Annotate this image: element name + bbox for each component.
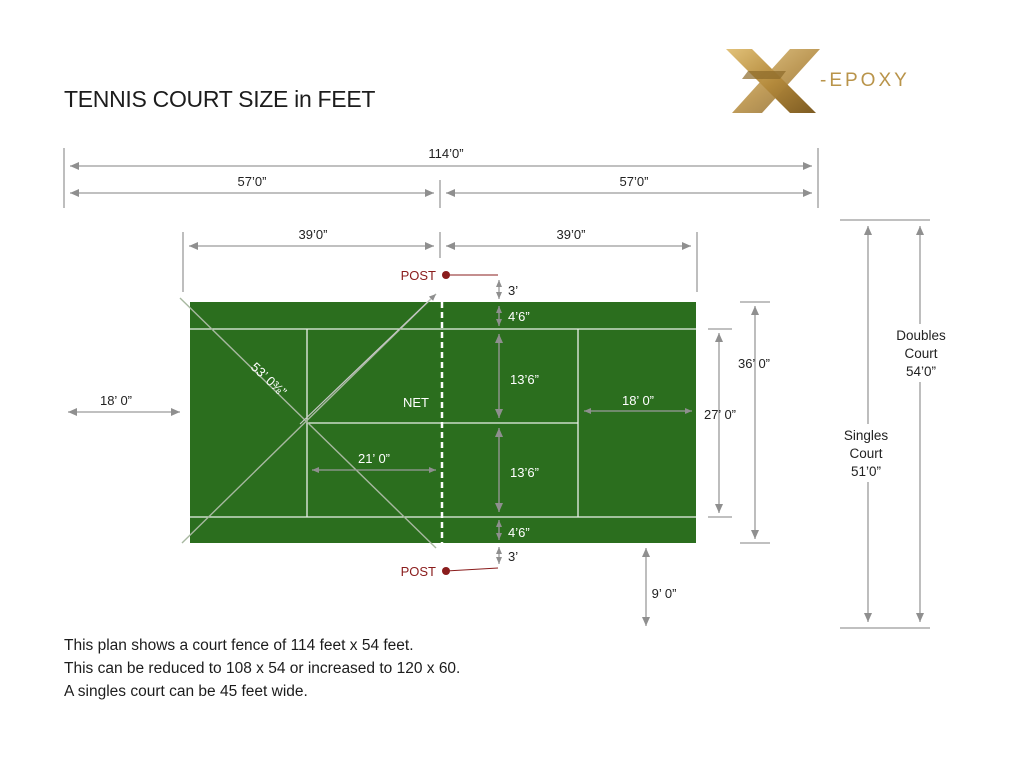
label-3-top: 3’ [508,283,518,298]
label-46-bottom: 4’6” [508,525,530,540]
label-46-top: 4’6” [508,309,530,324]
label-57-left: 57’0” [238,174,267,189]
label-57-right: 57’0” [620,174,649,189]
label-18-box: 18’ 0” [622,393,654,408]
page-title: TENNIS COURT SIZE in FEET [64,86,376,112]
label-21: 21’ 0” [358,451,390,466]
post-bottom-leader [445,567,499,572]
logo-x-wing [742,71,786,79]
court-diagonals [179,293,437,549]
label-18-end: 18’ 0” [100,393,132,408]
label-39-right: 39’0” [557,227,586,242]
diagonal-arrow-top [299,293,437,425]
diagonal-line-a [179,297,437,549]
label-singles-1: Singles [844,428,889,443]
label-bg-singles [836,424,898,482]
note-line-2: This can be reduced to 108 x 54 or incre… [64,660,461,677]
label-post-top: POST [401,268,436,283]
label-singles-3: 51’0” [851,464,881,479]
label-3-bottom: 3’ [508,549,518,564]
label-post-bottom: POST [401,564,436,579]
x-epoxy-logo [726,49,820,113]
note-line-3: A singles court can be 45 feet wide. [64,683,308,700]
post-top [442,271,498,279]
post-bottom [442,567,499,575]
label-singles-2: Court [849,446,882,461]
label-27: 27’ 0” [704,407,736,422]
plan-notes: This plan shows a court fence of 114 fee… [64,634,460,703]
label-doubles-1: Doubles [896,328,946,343]
label-114: 114’0” [428,146,463,161]
diagonal-line-b [181,293,437,544]
label-bg-114 [416,145,476,163]
label-39-left: 39’0” [299,227,328,242]
label-bg-doubles [888,324,954,382]
label-doubles-2: Court [904,346,937,361]
label-net: NET [403,395,429,410]
label-doubles-3: 54’0” [906,364,936,379]
logo-x-stroke-b [732,49,820,113]
label-136-top: 13’6” [510,372,539,387]
note-line-1: This plan shows a court fence of 114 fee… [64,637,414,654]
dimension-lines [63,148,930,629]
label-136-bottom: 13’6” [510,465,539,480]
logo-text: -EPOXY [820,70,910,91]
label-36: 36’ 0” [738,356,770,371]
label-9: 9’ 0” [652,586,677,601]
